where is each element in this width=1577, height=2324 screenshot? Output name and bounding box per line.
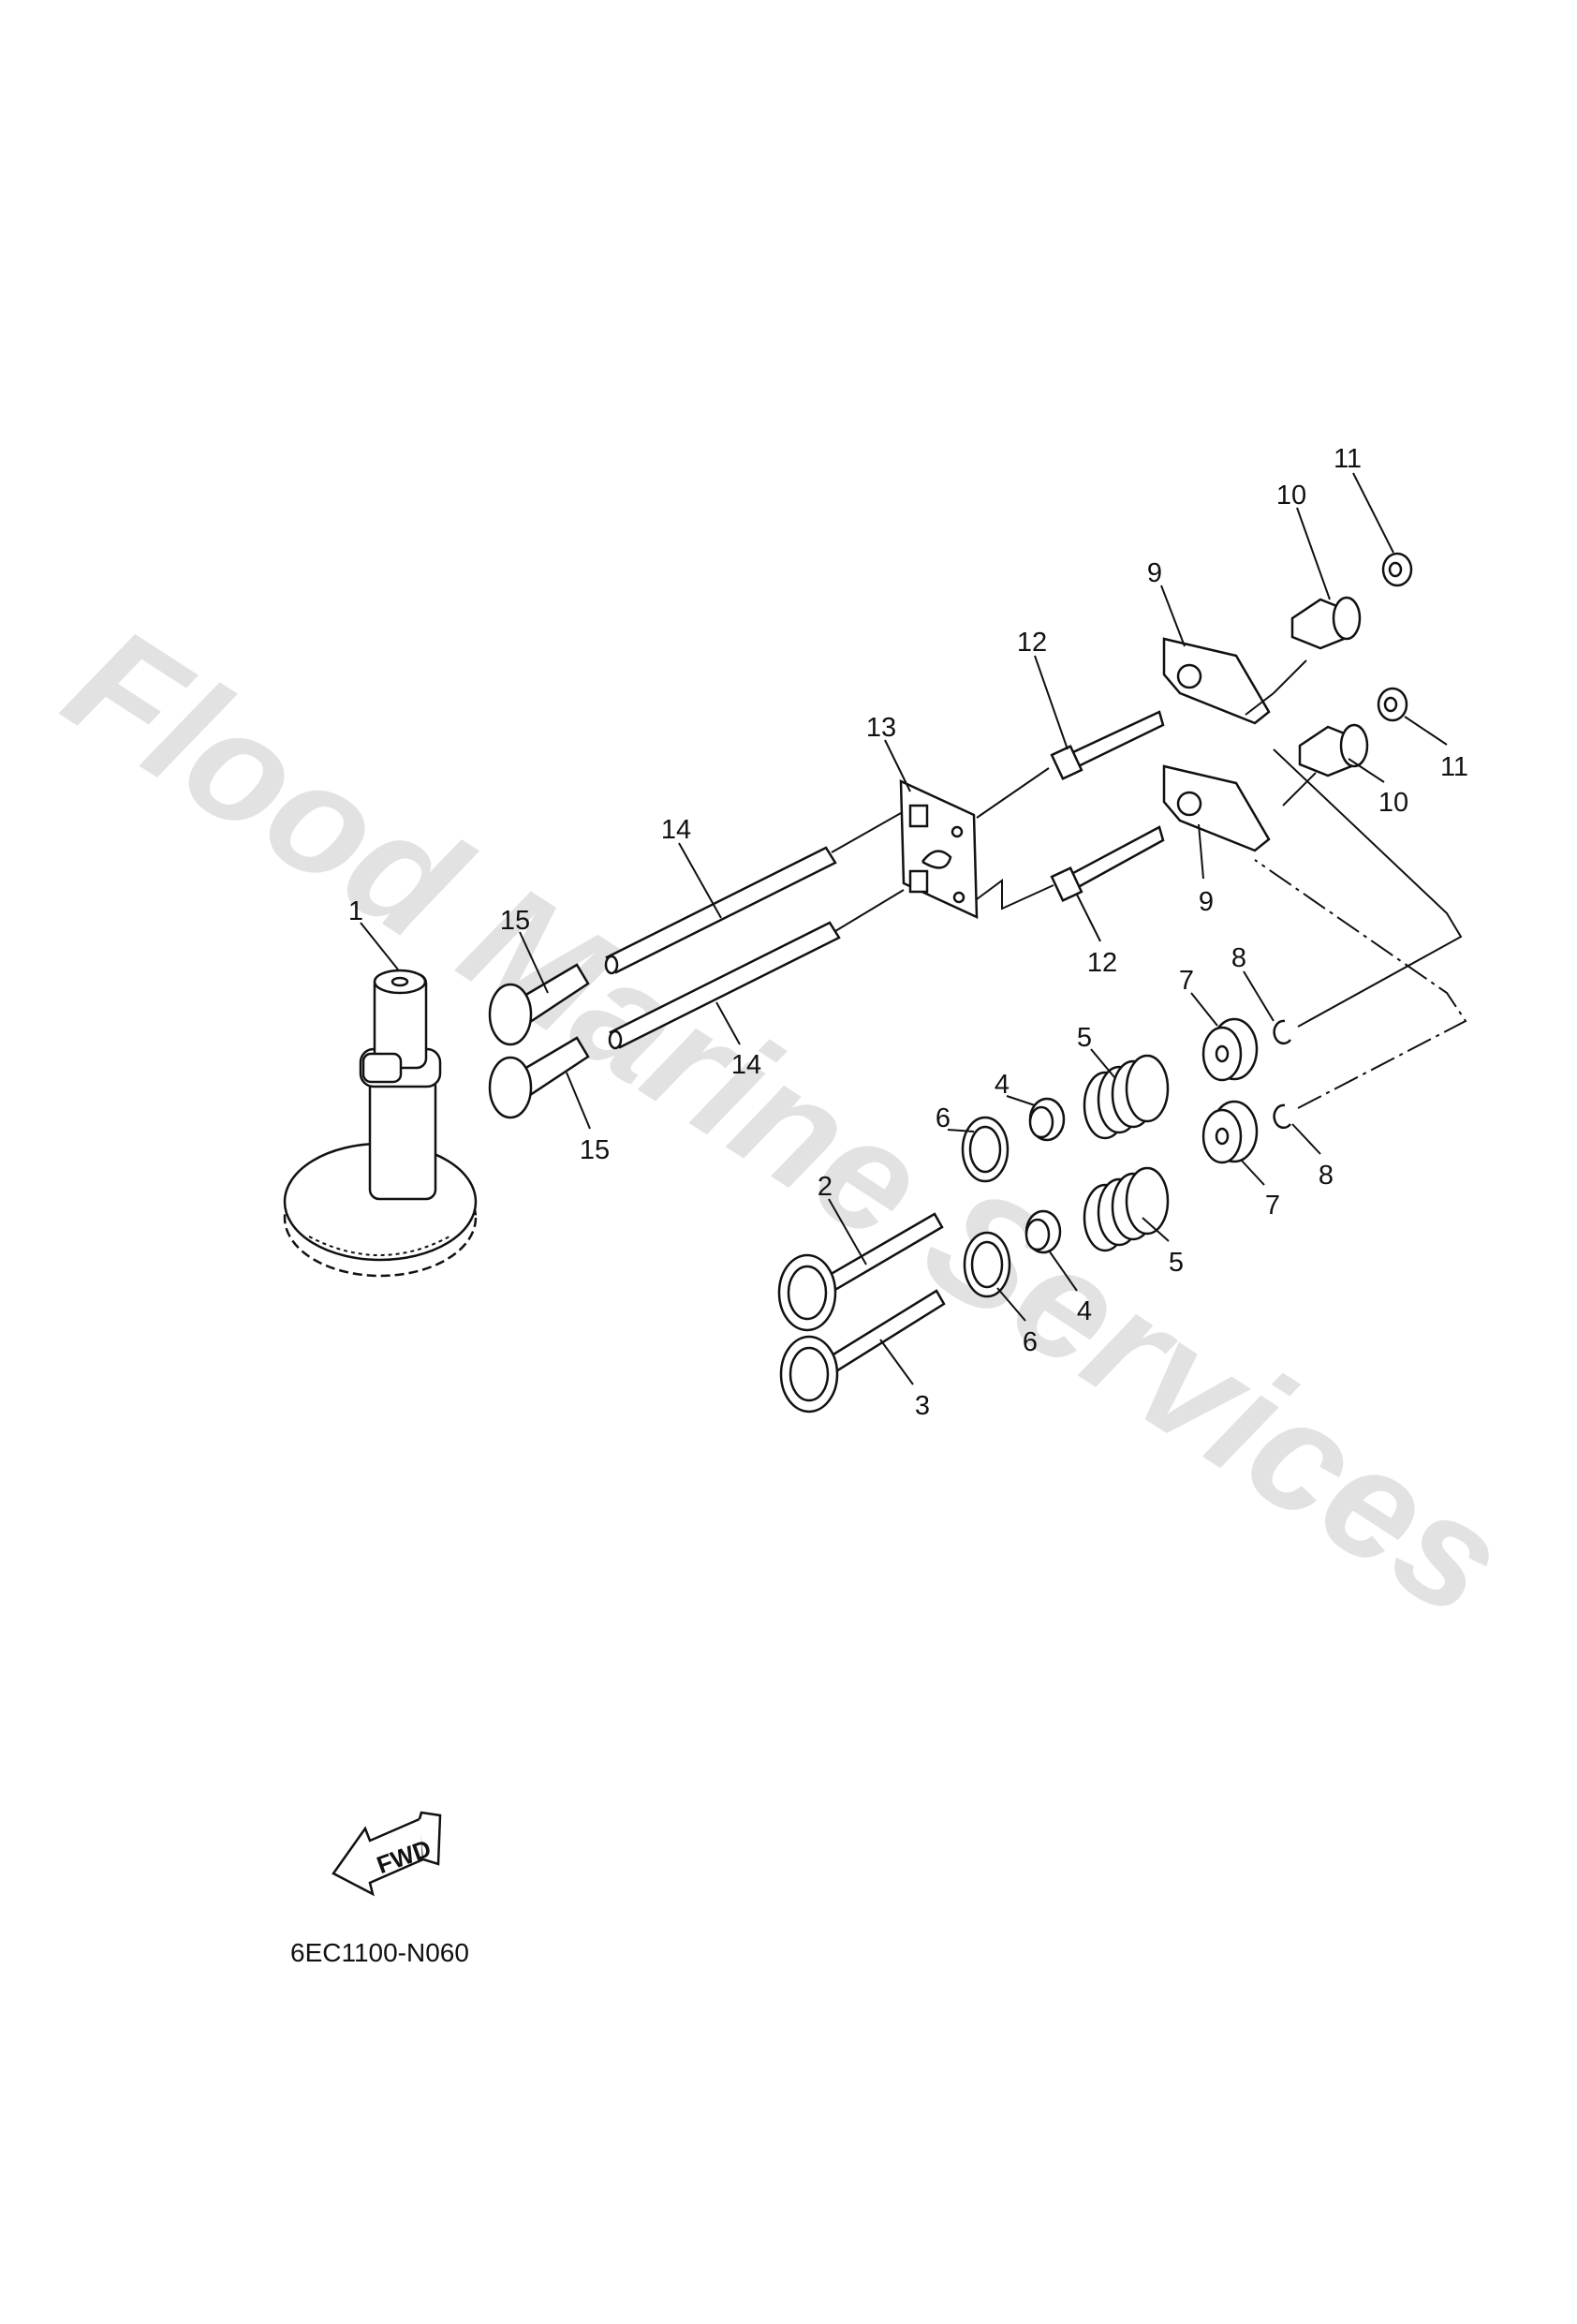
valve-stem-seal (1024, 1097, 1066, 1254)
callout-4: 4 (1077, 1296, 1092, 1326)
callouts: 1 2 3 4 4 5 5 6 6 7 7 8 8 9 9 10 10 11 1… (348, 444, 1468, 1421)
callout-3: 3 (915, 1391, 930, 1421)
callout-14: 14 (731, 1050, 761, 1080)
callout-14: 14 (661, 815, 691, 845)
callout-1: 1 (348, 896, 363, 926)
callout-2: 2 (818, 1172, 833, 1202)
rocker-pivot (1290, 596, 1369, 777)
valve (777, 1212, 946, 1414)
callout-11: 11 (1440, 752, 1468, 782)
callout-10: 10 (1378, 788, 1408, 818)
valve-washer (961, 1116, 1011, 1298)
nut (1377, 552, 1413, 722)
callout-7: 7 (1265, 1191, 1280, 1221)
camshaft (283, 969, 478, 1278)
callout-5: 5 (1077, 1023, 1092, 1053)
leader-lines (360, 472, 1448, 1385)
callout-11: 11 (1334, 444, 1362, 474)
spring-retainer (1201, 1017, 1259, 1164)
callout-6: 6 (1023, 1327, 1038, 1357)
callout-5: 5 (1169, 1248, 1184, 1278)
callout-8: 8 (1231, 943, 1246, 973)
callout-8: 8 (1319, 1161, 1334, 1191)
valve-cotter (1273, 1019, 1291, 1130)
callout-12: 12 (1017, 628, 1047, 658)
guide-plate (899, 779, 979, 919)
assembly-lines (831, 659, 1467, 1109)
callout-9: 9 (1199, 887, 1214, 917)
callout-15: 15 (580, 1135, 610, 1165)
callout-6: 6 (936, 1103, 951, 1133)
fwd-arrow-icon: FWD (332, 1811, 442, 1897)
callout-12: 12 (1087, 948, 1117, 978)
callout-4: 4 (995, 1070, 1010, 1100)
valve-spring (1083, 1054, 1170, 1252)
callout-9: 9 (1147, 558, 1162, 588)
callout-15: 15 (500, 906, 530, 936)
callout-10: 10 (1276, 481, 1306, 511)
callout-13: 13 (866, 713, 896, 743)
valve-lifter (488, 963, 590, 1119)
rocker-arm (1162, 637, 1271, 852)
rocker-stud (1050, 710, 1165, 902)
diagram-code: 6EC1100-N060 (290, 1938, 469, 1967)
push-rod (604, 846, 841, 1050)
callout-7: 7 (1179, 966, 1194, 996)
